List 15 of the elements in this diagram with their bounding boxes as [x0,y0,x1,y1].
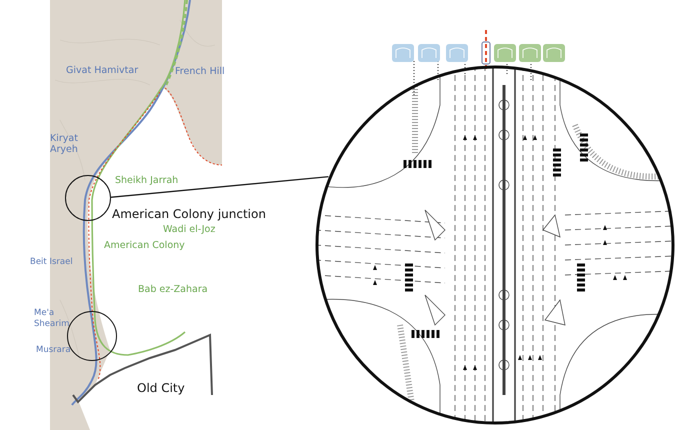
place-label: Wadi el-Joz [163,224,216,235]
place-label: American Colony [104,240,185,251]
place-label: Musrara [36,345,71,356]
place-label: French Hill [175,66,225,77]
zoom-circle [65,175,111,221]
connector-line [110,176,329,198]
place-label: Beit Israel [30,257,73,268]
place-label: Kiryat Aryeh [50,133,79,155]
place-label: Me'a Shearim [34,308,70,330]
place-label: American Colony junction [112,209,266,220]
junction-plan-drawing [315,65,675,425]
place-label: Givat Hamivtar [66,65,138,76]
place-label: Bab ez-Zahara [138,284,208,295]
place-label: Old City [137,383,185,394]
place-label: Sheikh Jarrah [115,175,178,186]
